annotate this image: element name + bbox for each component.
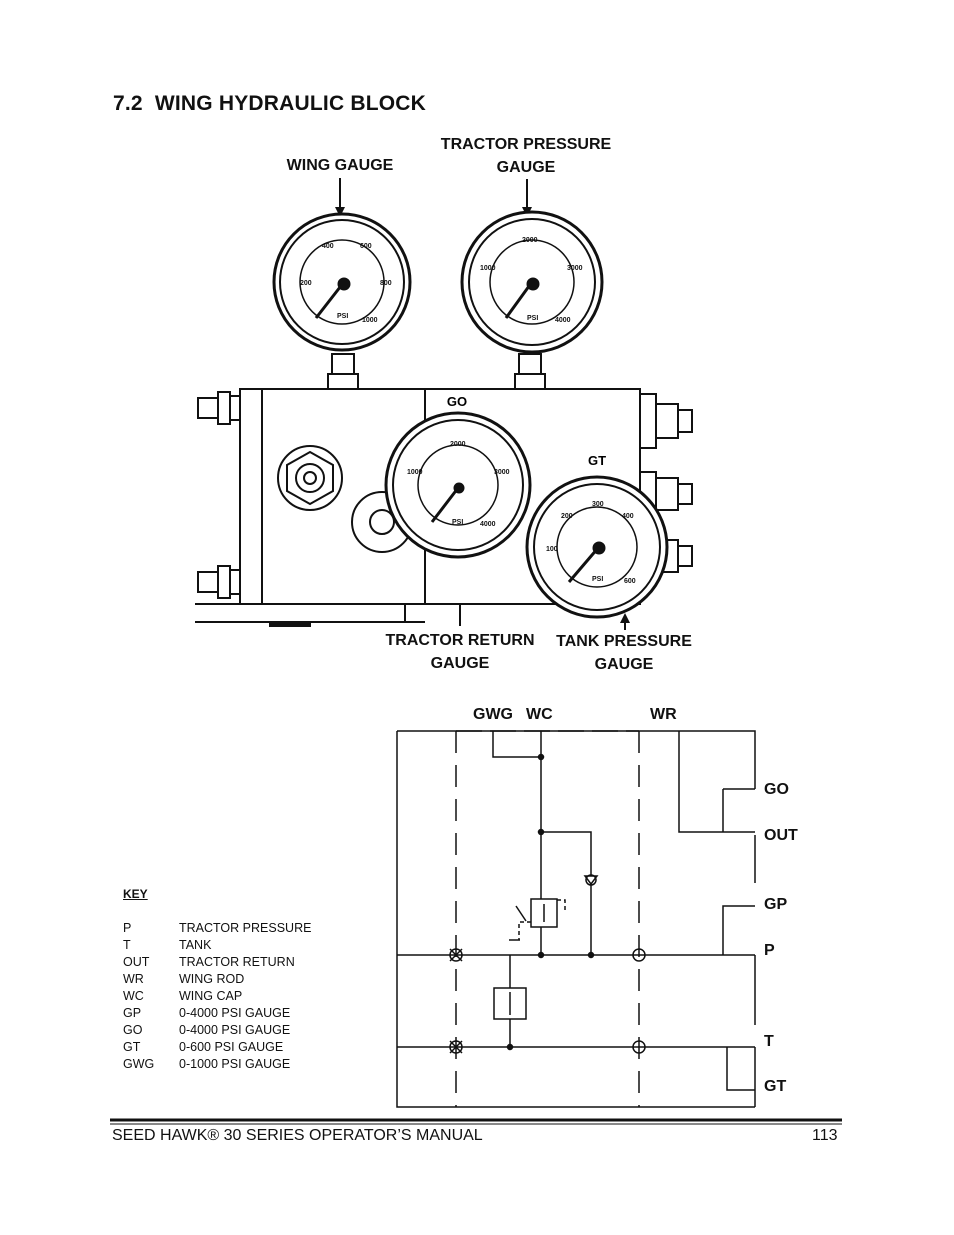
hydraulic-schematic [396, 730, 756, 1108]
key-code: OUT [123, 955, 150, 969]
schematic-port-p: P [764, 942, 775, 959]
schematic-port-gp: GP [764, 896, 788, 913]
tractor-return-callout-line1: TRACTOR RETURN [385, 632, 535, 649]
schematic-port-go: GO [764, 781, 789, 798]
tractor-pressure-gauge: 1000 2000 3000 4000 PSI [460, 210, 604, 354]
tractor-return-gauge-unit: PSI [452, 519, 463, 526]
schematic-port-wr: WR [650, 706, 677, 723]
tractor-pressure-callout-line2: GAUGE [496, 159, 556, 176]
key-row: GWG 0-1000 PSI GAUGE [123, 1056, 311, 1073]
key-desc: TRACTOR RETURN [179, 955, 295, 969]
tractor-pressure-gauge-tick-2: 2000 [522, 237, 538, 244]
key-row: P TRACTOR PRESSURE [123, 920, 311, 937]
section-number: 7.2 [113, 92, 143, 115]
key-title: KEY [123, 887, 148, 901]
tractor-return-gauge-tick-2: 2000 [450, 441, 466, 448]
footer-page-number: 113 [812, 1127, 838, 1144]
key-desc: WING ROD [179, 972, 245, 986]
key-row: GP 0-4000 PSI GAUGE [123, 1005, 311, 1022]
wing-gauge-callout: WING GAUGE [280, 154, 400, 177]
schematic-port-out: OUT [764, 827, 798, 844]
key-code: GT [123, 1040, 141, 1054]
key-row: WC WING CAP [123, 988, 311, 1005]
tractor-pressure-gauge-unit: PSI [527, 315, 538, 322]
tank-pressure-callout-line2: GAUGE [594, 656, 654, 673]
wing-gauge-unit: PSI [337, 313, 348, 320]
tank-pressure-callout-line1: TANK PRESSURE [556, 633, 692, 650]
wing-gauge-tick-1: 200 [300, 280, 312, 287]
tractor-return-gauge-tick-3: 3000 [494, 469, 510, 476]
section-title: WING HYDRAULIC BLOCK [154, 92, 427, 115]
center-plug [277, 445, 343, 511]
key-desc: 0-1000 PSI GAUGE [179, 1057, 291, 1071]
wing-gauge: 200 400 600 800 1000 PSI [272, 212, 412, 352]
wing-gauge-tick-4: 800 [380, 280, 392, 287]
key-row: GT 0-600 PSI GAUGE [123, 1039, 311, 1056]
schematic-port-gwg: GWG [473, 706, 513, 723]
footer-manual-title: SEED HAWK® 30 SERIES OPERATOR’S MANUAL [112, 1127, 483, 1144]
key-desc: 0-4000 PSI GAUGE [179, 1006, 291, 1020]
key-row: OUT TRACTOR RETURN [123, 954, 311, 971]
schematic-port-t: T [764, 1033, 774, 1050]
key-code: WR [123, 972, 144, 986]
key-legend: KEY P TRACTOR PRESSURE T TANK OUT TRACTOR R… [123, 886, 311, 1073]
tank-gauge-unit: PSI [592, 576, 603, 583]
wing-gauge-callout-text: WING GAUGE [286, 157, 394, 174]
tank-gauge-tick-4: 400 [622, 513, 634, 520]
tractor-return-gauge-tick-1: 1000 [407, 469, 423, 476]
tank-gauge-tick-3: 300 [592, 501, 604, 508]
key-row: WR WING ROD [123, 971, 311, 988]
tank-pressure-callout: TANK PRESSURE GAUGE [552, 630, 696, 676]
tractor-pressure-callout-line1: TRACTOR PRESSURE [440, 136, 612, 153]
schematic-port-wc: WC [526, 706, 553, 723]
key-desc: TANK [179, 938, 212, 952]
tractor-pressure-gauge-tick-4: 4000 [555, 317, 571, 324]
key-code: GP [123, 1006, 142, 1020]
tractor-pressure-callout: TRACTOR PRESSURE GAUGE [430, 133, 622, 179]
tractor-return-callout-line2: GAUGE [430, 655, 490, 672]
key-code: P [123, 921, 132, 935]
key-row: GO 0-4000 PSI GAUGE [123, 1022, 311, 1039]
key-code: GO [123, 1023, 143, 1037]
gauge-stems [327, 353, 546, 390]
tractor-return-callout: TRACTOR RETURN GAUGE [380, 629, 540, 675]
tractor-pressure-gauge-tick-1: 1000 [480, 265, 496, 272]
tractor-pressure-gauge-tick-3: 3000 [567, 265, 583, 272]
tank-pressure-gauge: 100 200 300 400 600 PSI [525, 475, 669, 619]
wing-gauge-tick-3: 600 [360, 243, 372, 250]
tractor-return-gauge: 1000 2000 3000 4000 PSI [384, 411, 532, 559]
left-fittings [197, 391, 241, 599]
key-desc: WING CAP [179, 989, 243, 1003]
tractor-return-gauge-tick-4: 4000 [480, 521, 496, 528]
tank-gauge-tick-5: 600 [624, 578, 636, 585]
key-desc: 0-4000 PSI GAUGE [179, 1023, 291, 1037]
key-code: WC [123, 989, 144, 1003]
key-desc: 0-600 PSI GAUGE [179, 1040, 284, 1054]
gt-block-label: GT [588, 453, 606, 468]
tank-gauge-tick-1: 100 [546, 546, 558, 553]
section-heading: 7.2 WING HYDRAULIC BLOCK [113, 92, 426, 116]
go-block-label: GO [447, 394, 467, 409]
key-desc: TRACTOR PRESSURE [179, 921, 312, 935]
wing-gauge-tick-5: 1000 [362, 317, 378, 324]
key-code: T [123, 938, 131, 952]
schematic-port-gt: GT [764, 1078, 787, 1095]
key-row: T TANK [123, 937, 311, 954]
tank-gauge-tick-2: 200 [561, 513, 573, 520]
key-code: GWG [123, 1057, 155, 1071]
wing-gauge-tick-2: 400 [322, 243, 334, 250]
